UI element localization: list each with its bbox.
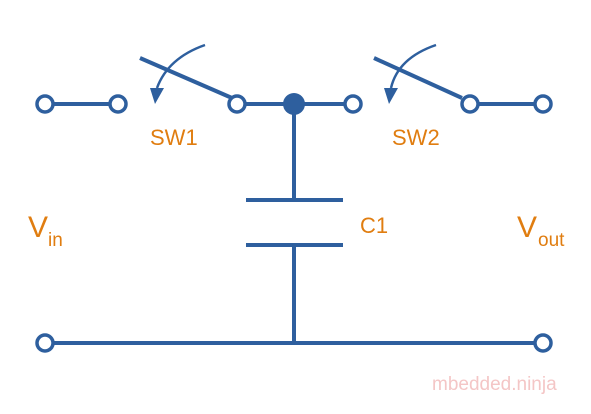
sw2-right-contact xyxy=(460,94,480,114)
sw1-blade xyxy=(139,56,233,100)
sw1-right-contact xyxy=(227,94,247,114)
vout-top-terminal xyxy=(533,94,553,114)
sw2-left-contact xyxy=(343,94,363,114)
watermark: mbedded.ninja xyxy=(432,374,557,395)
c1-label: C1 xyxy=(360,213,388,238)
vout-label: V xyxy=(517,211,537,244)
junction-node xyxy=(283,93,305,115)
vout-bottom-terminal xyxy=(533,333,553,353)
vin-top-terminal xyxy=(35,94,55,114)
vin-label: V xyxy=(28,211,48,244)
sw2-arrow-arc xyxy=(389,43,437,89)
sw2-label: SW2 xyxy=(392,125,440,150)
sw2-arrow-head xyxy=(384,88,398,104)
sw2-blade xyxy=(373,56,463,100)
sw1-arrow-arc xyxy=(155,43,206,89)
sw1-arrow-head xyxy=(150,88,164,104)
vin-subscript: in xyxy=(48,230,63,251)
sw1-label: SW1 xyxy=(150,125,198,150)
vout-subscript: out xyxy=(538,230,565,251)
vin-bottom-terminal xyxy=(35,333,55,353)
sw1-left-contact xyxy=(108,94,128,114)
